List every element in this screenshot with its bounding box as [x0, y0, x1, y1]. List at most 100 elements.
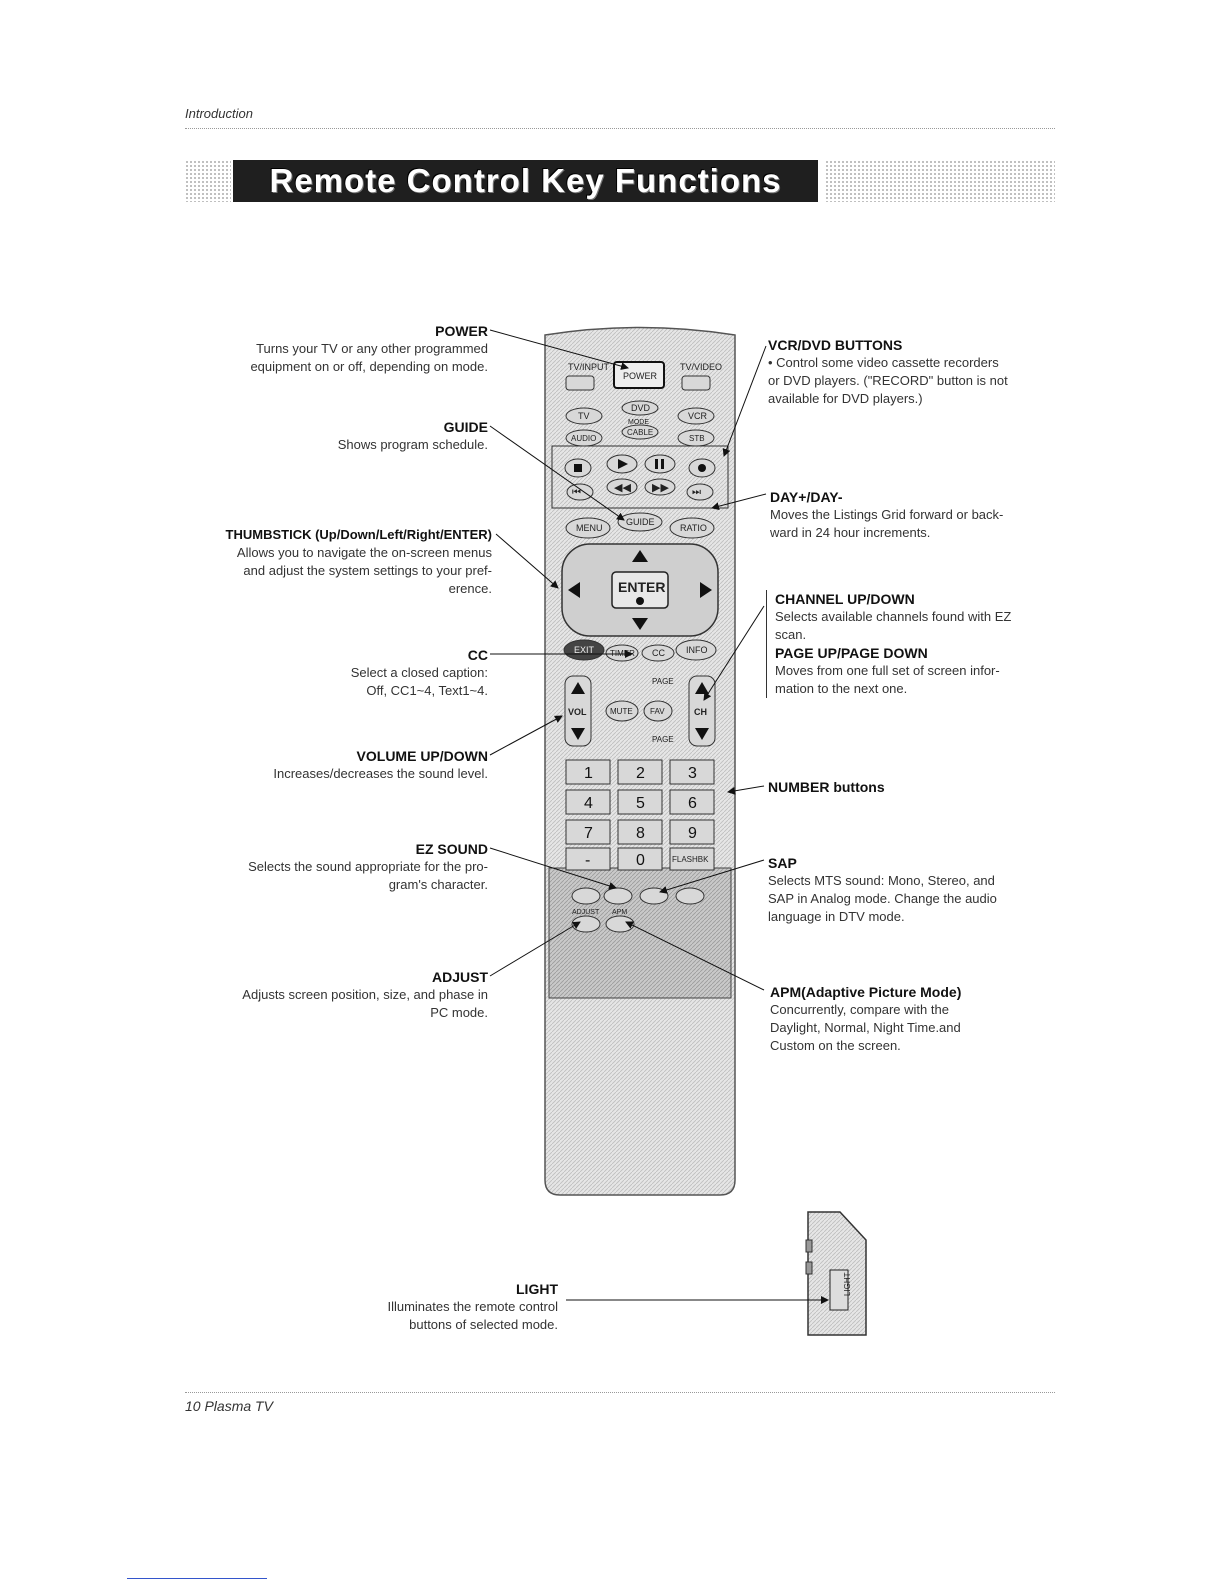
- number-1-text: 1: [584, 765, 593, 782]
- skip-forward-icon: ⏭: [692, 487, 701, 498]
- banner-dots-right: [825, 160, 1055, 202]
- label-vcr-dvd: VCR/DVD BUTTONS • Control some video cas…: [768, 337, 1008, 406]
- mute-button[interactable]: [605, 700, 639, 722]
- label-guide: GUIDE Shows program schedule.: [337, 419, 488, 452]
- page-footer: 10 Plasma TV: [185, 1398, 273, 1414]
- menu-row: MENU GUIDE RATIO: [565, 512, 715, 539]
- tv-input-button[interactable]: [565, 375, 595, 391]
- vcr-mode-button[interactable]: [677, 407, 715, 425]
- page-title: Remote Control Key Functions: [233, 160, 818, 202]
- down-arrow-icon[interactable]: [632, 618, 648, 630]
- number-3-text: 3: [688, 765, 697, 782]
- cc-button[interactable]: [641, 644, 675, 662]
- stop-icon: [574, 464, 582, 472]
- apm-text: APM: [612, 909, 627, 916]
- tv-mode-button[interactable]: [565, 407, 603, 425]
- info-button[interactable]: [675, 639, 717, 661]
- freeze-button[interactable]: [675, 887, 705, 905]
- leader-thumbstick: [495, 533, 559, 589]
- number-button-3[interactable]: [669, 759, 715, 785]
- number-button-2[interactable]: [617, 759, 663, 785]
- flashbk-button[interactable]: [669, 847, 715, 871]
- ez-pic-button[interactable]: [571, 887, 601, 905]
- rewind-button[interactable]: [606, 478, 638, 496]
- tv-video-button[interactable]: [681, 375, 711, 391]
- channel-up-icon: [695, 682, 709, 694]
- ez-sound-button[interactable]: [603, 887, 633, 905]
- volume-down-icon: [571, 728, 585, 740]
- side-detail-1: [805, 1239, 813, 1253]
- side-detail-2: [805, 1261, 813, 1275]
- left-arrow-icon[interactable]: [568, 582, 580, 598]
- cable-mode-text: CABLE: [627, 428, 653, 437]
- label-day: DAY+/DAY- Moves the Listings Grid forwar…: [770, 489, 1004, 540]
- number-button-7[interactable]: [565, 819, 611, 845]
- guide-button[interactable]: [617, 512, 663, 532]
- number-9-text: 9: [688, 825, 697, 842]
- page-down-text: PAGE: [652, 735, 674, 744]
- remote-mode-row: TV DVD VCR MODE AUDIO CABLE STB: [565, 400, 715, 447]
- leader-guide: [489, 425, 625, 521]
- section-label: Introduction: [185, 106, 253, 121]
- fav-text: FAV: [650, 707, 665, 716]
- fast-forward-button[interactable]: [644, 478, 676, 496]
- menu-button[interactable]: [565, 517, 611, 539]
- cover-buttons: ADJUST APM: [571, 887, 705, 933]
- label-number-buttons: NUMBER buttons: [768, 779, 885, 795]
- page-up-text: PAGE: [652, 677, 674, 686]
- remote-side-view: LIGHT: [805, 1211, 867, 1336]
- label-thumbstick: THUMBSTICK (Up/Down/Left/Right/ENTER) Al…: [225, 527, 492, 596]
- transport-buttons: ⏮ ◀◀ ▶▶ ⏭: [564, 454, 716, 501]
- pause-icon: [655, 459, 658, 469]
- exit-text: EXIT: [574, 645, 595, 655]
- menu-text: MENU: [576, 523, 603, 533]
- up-arrow-icon[interactable]: [632, 550, 648, 562]
- skip-back-icon: ⏮: [572, 487, 581, 498]
- fav-button[interactable]: [643, 700, 673, 722]
- dash-button[interactable]: [565, 847, 611, 871]
- record-icon: [698, 464, 706, 472]
- light-button-text: LIGHT: [843, 1272, 852, 1296]
- label-power: POWER Turns your TV or any other program…: [250, 323, 488, 374]
- right-arrow-icon[interactable]: [700, 582, 712, 598]
- adjust-text: ADJUST: [572, 909, 600, 916]
- dvd-mode-button[interactable]: [621, 400, 659, 416]
- number-button-4[interactable]: [565, 789, 611, 815]
- rewind-icon: ◀◀: [614, 482, 631, 494]
- number-6-text: 6: [688, 795, 697, 812]
- ratio-text: RATIO: [680, 523, 707, 533]
- label-ez-sound: EZ SOUND Selects the sound appropriate f…: [248, 841, 488, 892]
- vcr-mode-text: VCR: [688, 411, 708, 421]
- number-button-0[interactable]: [617, 847, 663, 871]
- leader-sap: [659, 859, 765, 894]
- number-button-9[interactable]: [669, 819, 715, 845]
- pause-button[interactable]: [644, 454, 676, 474]
- tv-mode-text: TV: [578, 411, 590, 421]
- audio-mode-text: AUDIO: [571, 434, 596, 443]
- enter-text: ENTER: [618, 579, 665, 595]
- number-button-5[interactable]: [617, 789, 663, 815]
- channel-down-icon: [695, 728, 709, 740]
- number-5-text: 5: [636, 795, 645, 812]
- skip-back-button[interactable]: [566, 483, 594, 501]
- label-volume: VOLUME UP/DOWN Increases/decreases the s…: [273, 748, 488, 781]
- enter-button[interactable]: [611, 571, 669, 609]
- fast-forward-icon: ▶▶: [652, 482, 669, 494]
- exit-button[interactable]: [563, 639, 605, 661]
- cable-mode-button[interactable]: [621, 424, 659, 440]
- title-banner: Remote Control Key Functions: [185, 160, 1055, 202]
- number-button-6[interactable]: [669, 789, 715, 815]
- number-button-1[interactable]: [565, 759, 611, 785]
- remote-top-row: TV/INPUT POWER TV/VIDEO: [565, 361, 722, 391]
- bottom-link-underline: [127, 1578, 267, 1579]
- leader-ez-sound: [489, 847, 617, 890]
- light-button[interactable]: [829, 1269, 849, 1311]
- number-button-8[interactable]: [617, 819, 663, 845]
- label-light: LIGHT Illuminates the remote control but…: [387, 1281, 558, 1332]
- leader-channel: [703, 605, 765, 701]
- skip-forward-button[interactable]: [686, 483, 714, 501]
- vcr-dvd-group-box: [551, 445, 729, 509]
- ratio-button[interactable]: [669, 517, 715, 539]
- volume-up-icon: [571, 682, 585, 694]
- number-pad: 1 2 3 4 5 6 7 8 9 - 0 FLASHBK: [565, 759, 715, 871]
